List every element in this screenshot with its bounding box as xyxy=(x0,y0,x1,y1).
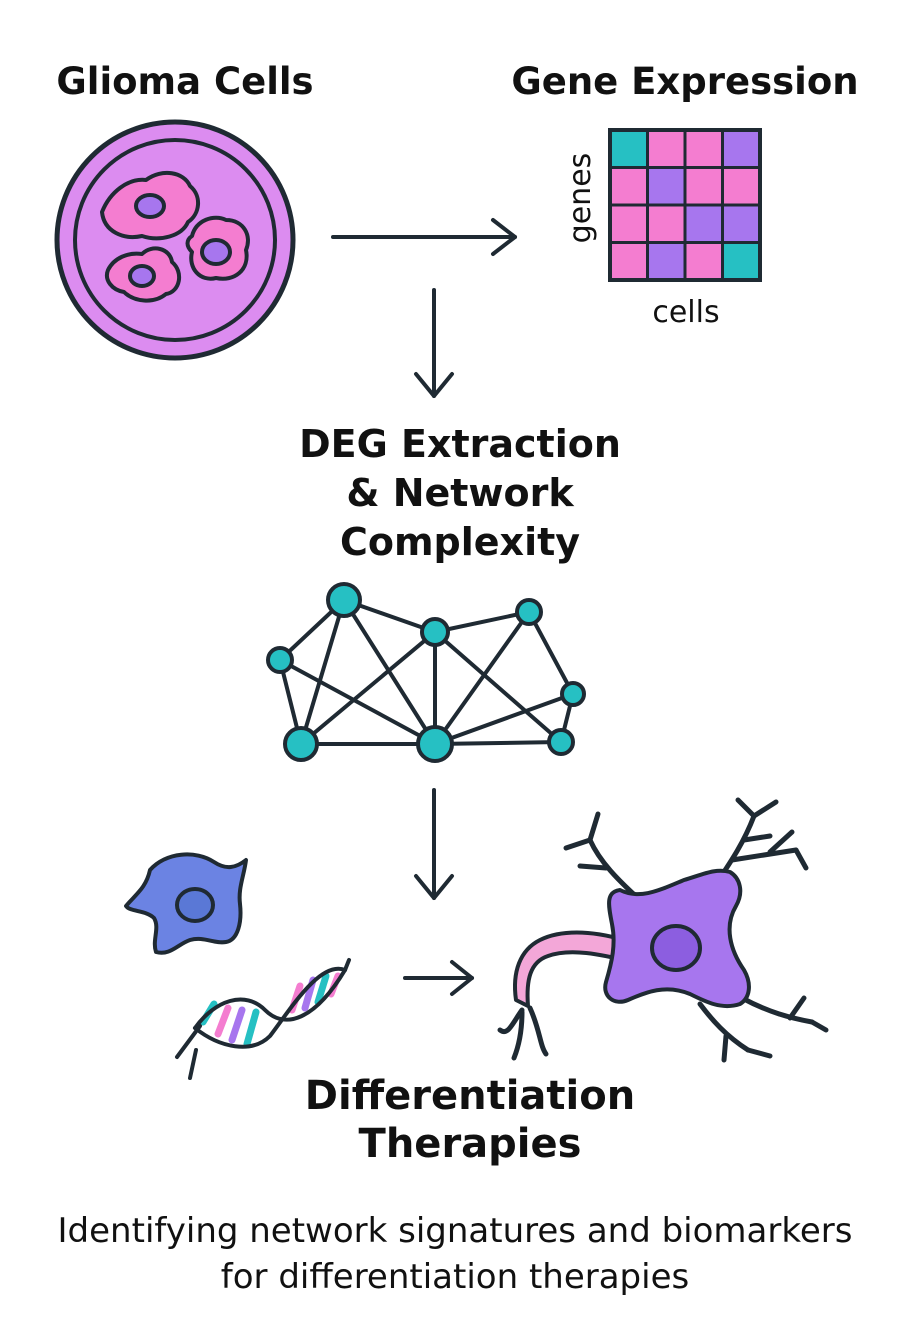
heatmap-border xyxy=(608,128,762,282)
heatmap-cell xyxy=(608,128,649,169)
arrow-icon xyxy=(414,788,454,900)
neuron-icon xyxy=(497,797,829,1063)
heatmap-cell xyxy=(683,166,724,207)
heatmap-cell xyxy=(646,241,687,282)
caption: Identifying network signatures and bioma… xyxy=(0,1208,910,1300)
heatmap-icon xyxy=(608,128,762,282)
gene-network-icon xyxy=(266,582,586,763)
differentiation-therapies-title: Differentiation Therapies xyxy=(260,1072,680,1168)
heatmap-cell xyxy=(721,128,762,169)
caption-line-2: for differentiation therapies xyxy=(220,1257,690,1297)
heatmap-cell xyxy=(683,128,724,169)
arrow-icon xyxy=(331,218,517,256)
heatmap-cell xyxy=(646,166,687,207)
deg-title-line-1: DEG Extraction xyxy=(299,422,621,466)
heatmap-cell xyxy=(608,203,649,244)
arrow-icon xyxy=(414,288,454,398)
diff-title-line-1: Differentiation xyxy=(304,1073,636,1119)
heatmap-cell xyxy=(646,203,687,244)
caption-line-1: Identifying network signatures and bioma… xyxy=(57,1211,853,1251)
heatmap-cell xyxy=(608,241,649,282)
heatmap-cell xyxy=(721,166,762,207)
heatmap-x-axis-label: cells xyxy=(652,295,719,330)
heatmap-cell xyxy=(721,203,762,244)
diff-title-line-2: Therapies xyxy=(358,1121,582,1167)
stem-cell-icon xyxy=(124,852,248,955)
dna-helix-icon xyxy=(175,958,351,1080)
heatmap-cell xyxy=(608,166,649,207)
deg-network-title: DEG Extraction & Network Complexity xyxy=(265,420,655,567)
heatmap-cell xyxy=(683,203,724,244)
deg-title-line-2: & Network xyxy=(346,471,574,515)
heatmap-cell xyxy=(646,128,687,169)
heatmap-y-axis-label: genes xyxy=(563,153,598,244)
glioma-cells-title: Glioma Cells xyxy=(56,60,314,103)
heatmap-cell xyxy=(683,241,724,282)
gene-expression-title: Gene Expression xyxy=(511,60,859,103)
deg-title-line-3: Complexity xyxy=(339,520,581,564)
heatmap-cell xyxy=(721,241,762,282)
arrow-icon xyxy=(403,960,474,996)
petri-dish-icon xyxy=(54,119,296,361)
